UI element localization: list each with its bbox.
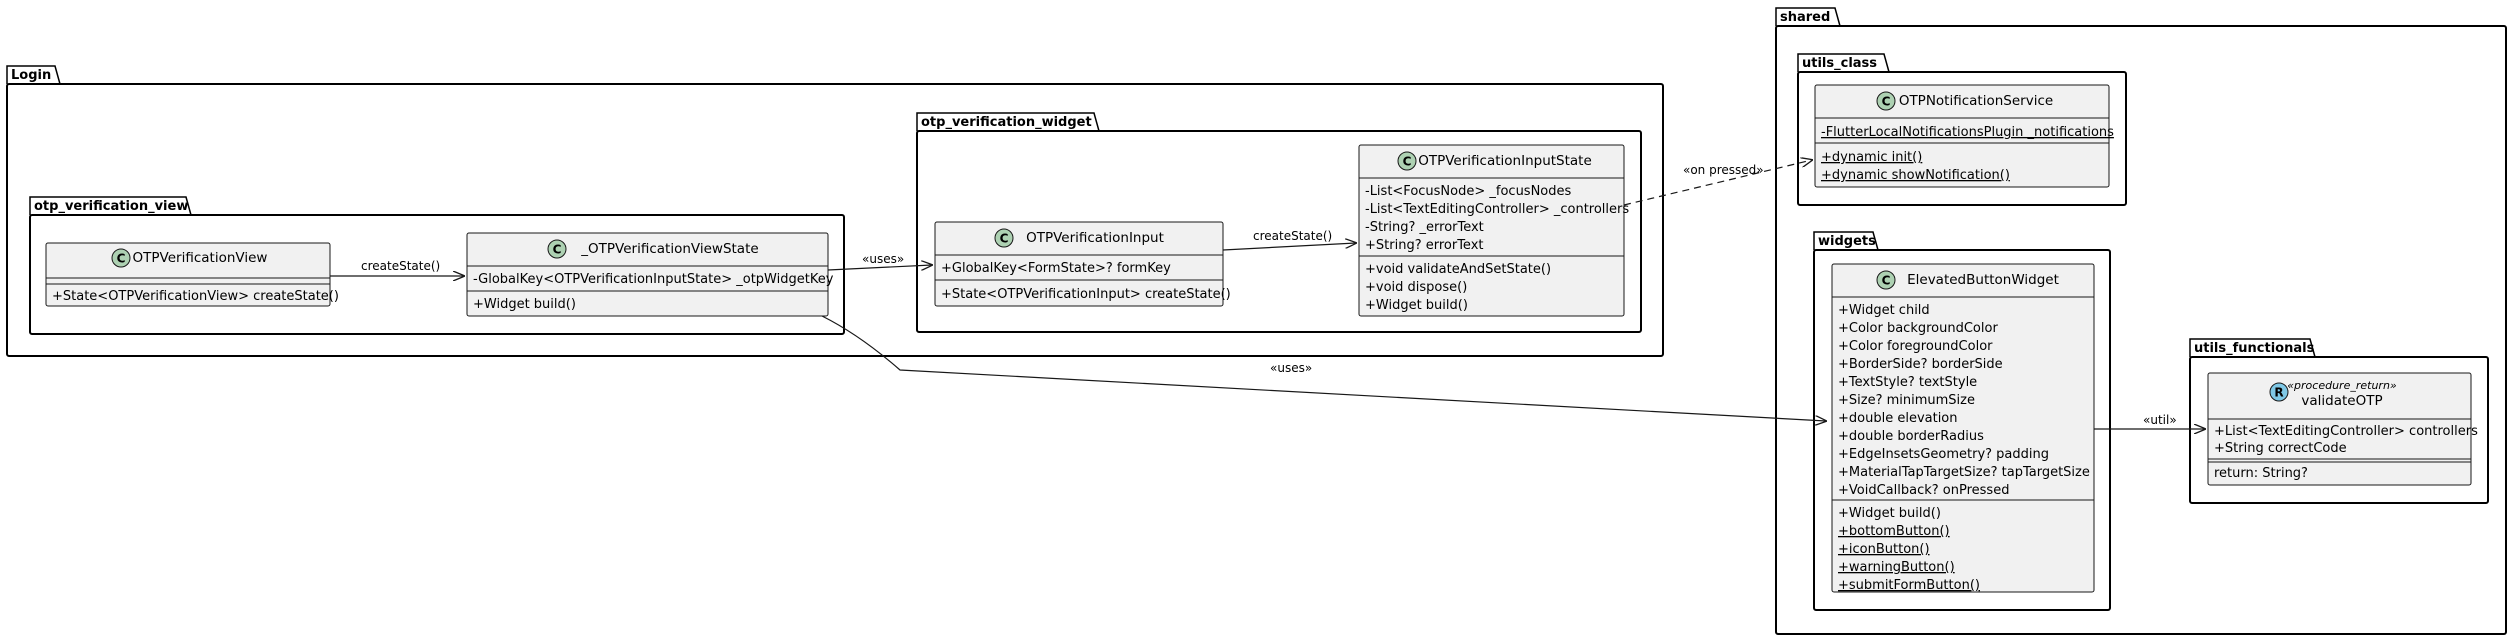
class-name: validateOTP <box>2301 393 2382 409</box>
field: +Color backgroundColor <box>1838 321 1998 336</box>
field: +TextStyle? textStyle <box>1838 375 1977 390</box>
field: -String? _errorText <box>1365 220 1484 235</box>
method: +void dispose() <box>1365 280 1467 295</box>
field: +Size? minimumSize <box>1838 393 1975 408</box>
class-otp-verification-input[interactable]: C OTPVerificationInput +GlobalKey<FormSt… <box>934 221 1231 307</box>
field: -GlobalKey<OTPVerificationInputState> _o… <box>473 272 834 287</box>
field: +double borderRadius <box>1838 429 1984 444</box>
package-widgets[interactable]: widgets <box>1813 231 2111 611</box>
field: +GlobalKey<FormState>? formKey <box>941 261 1171 276</box>
class-otp-notification-service[interactable]: C OTPNotificationService -FlutterLocalNo… <box>1814 84 2114 188</box>
package-otp-verification-view[interactable]: otp_verification_view <box>29 196 845 335</box>
relation-label: «on pressed» <box>1683 163 1764 177</box>
package-utils-class[interactable]: utils_class <box>1797 53 2127 206</box>
field: -List<FocusNode> _focusNodes <box>1365 184 1572 199</box>
relation-label: createState() <box>361 259 440 273</box>
field: +List<TextEditingController> controllers <box>2214 424 2478 439</box>
method: +State<OTPVerificationInput> createState… <box>941 287 1231 302</box>
field: +String correctCode <box>2214 441 2347 456</box>
class-badge: C <box>1882 95 1891 109</box>
relation-input-create-state[interactable]: createState() <box>1222 229 1356 251</box>
field: +double elevation <box>1838 411 1958 426</box>
package-utils-functionals[interactable]: utils_functionals <box>2189 338 2489 504</box>
relation-view-create-state[interactable]: createState() <box>330 259 464 276</box>
class-name: ElevatedButtonWidget <box>1907 272 2059 288</box>
field: +VoidCallback? onPressed <box>1838 483 2009 498</box>
class-icon: C <box>111 248 131 268</box>
relation-label: «uses» <box>862 252 904 266</box>
field: +String? errorText <box>1365 238 1484 253</box>
package-otp-verification-widget[interactable]: otp_verification_widget <box>916 112 1642 333</box>
method: +Widget build() <box>473 297 576 312</box>
package-utils-functionals-title: utils_functionals <box>2194 341 2315 356</box>
class-icon: C <box>1876 91 1896 111</box>
class-otp-verification-input-state[interactable]: C OTPVerificationInputState -List<FocusN… <box>1358 144 1629 317</box>
class-name: OTPNotificationService <box>1899 93 2053 109</box>
package-otp-verification-widget-title: otp_verification_widget <box>921 115 1092 130</box>
class-name: OTPVerificationView <box>133 250 268 266</box>
class-icon: C <box>994 228 1014 248</box>
package-shared[interactable]: shared <box>1775 7 2507 635</box>
method: +bottomButton() <box>1838 524 1950 539</box>
method: +void validateAndSetState() <box>1365 262 1551 277</box>
class-name: _OTPVerificationViewState <box>580 241 758 257</box>
field: +EdgeInsetsGeometry? padding <box>1838 447 2049 462</box>
class-icon: C <box>1876 270 1896 290</box>
class-otp-verification-view[interactable]: C OTPVerificationView +State<OTPVerifica… <box>45 242 339 307</box>
class-name: OTPVerificationInputState <box>1418 153 1592 169</box>
package-utils-class-title: utils_class <box>1802 56 1877 71</box>
class-badge: C <box>1882 274 1891 288</box>
field: -FlutterLocalNotificationsPlugin _notifi… <box>1821 125 2114 140</box>
relation-uses-button[interactable]: «uses» <box>821 315 1826 421</box>
class-otp-verification-view-state[interactable]: C _OTPVerificationViewState -GlobalKey<O… <box>466 232 834 317</box>
class-badge: C <box>1403 155 1412 169</box>
package-otp-verification-view-title: otp_verification_view <box>34 199 188 214</box>
method: +dynamic init() <box>1821 150 1922 165</box>
field: +Widget child <box>1838 303 1930 318</box>
package-widgets-title: widgets <box>1818 234 1876 249</box>
field: +Color foregroundColor <box>1838 339 1993 354</box>
relation-label: createState() <box>1253 229 1332 243</box>
package-login-title: Login <box>11 68 51 83</box>
relation-label: «util» <box>2143 413 2177 427</box>
method: +warningButton() <box>1838 560 1955 575</box>
field: -List<TextEditingController> _controller… <box>1365 202 1629 217</box>
package-login[interactable]: Login <box>6 65 1664 357</box>
relation-label: «uses» <box>1270 361 1312 375</box>
relation-uses-input[interactable]: «uses» <box>827 252 932 271</box>
class-icon: C <box>1397 151 1417 171</box>
procedure-icon: R <box>2269 382 2289 402</box>
method: +iconButton() <box>1838 542 1930 557</box>
package-shared-title: shared <box>1780 10 1830 25</box>
procedure-badge: R <box>2274 386 2283 400</box>
relation-on-pressed[interactable]: «on pressed» <box>1623 160 1812 206</box>
class-elevated-button-widget[interactable]: C ElevatedButtonWidget +Widget child +Co… <box>1831 263 2095 593</box>
method: +Widget build() <box>1838 506 1941 521</box>
class-icon: C <box>547 239 567 259</box>
class-stereotype: «procedure_return» <box>2287 379 2397 392</box>
method: +Widget build() <box>1365 298 1468 313</box>
field: +BorderSide? borderSide <box>1838 357 2003 372</box>
class-name: OTPVerificationInput <box>1026 230 1164 246</box>
return-type: return: String? <box>2214 466 2308 481</box>
method: +dynamic showNotification() <box>1821 168 2010 183</box>
class-badge: C <box>117 252 126 266</box>
class-badge: C <box>1000 232 1009 246</box>
class-badge: C <box>553 243 562 257</box>
field: +MaterialTapTargetSize? tapTargetSize <box>1838 465 2090 480</box>
method: +State<OTPVerificationView> createState(… <box>52 289 339 304</box>
class-validate-otp[interactable]: R «procedure_return» validateOTP +List<T… <box>2207 372 2478 486</box>
relation-util[interactable]: «util» <box>2094 413 2205 429</box>
method: +submitFormButton() <box>1838 578 1980 593</box>
